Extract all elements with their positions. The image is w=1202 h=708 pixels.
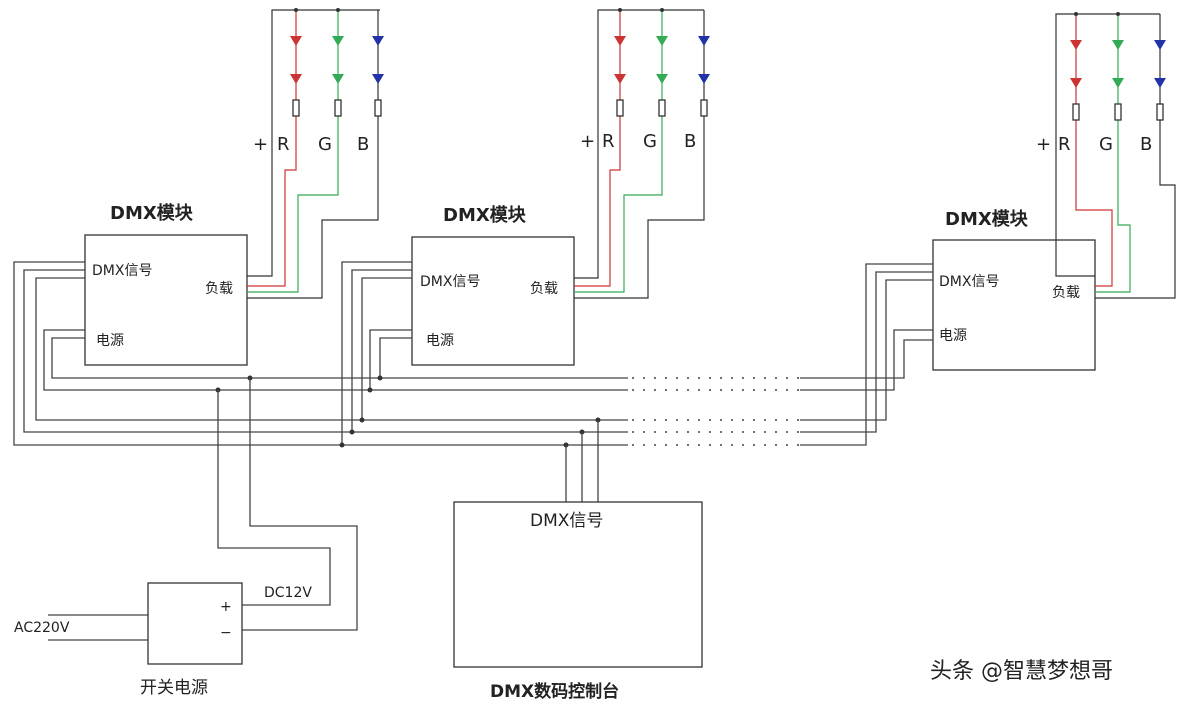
plus-label: + <box>1036 134 1051 155</box>
led-array <box>614 8 710 117</box>
controller-box <box>453 501 703 668</box>
psu-box <box>147 582 243 665</box>
plus-wire <box>247 9 380 277</box>
r-label: R <box>1058 134 1071 155</box>
green-wire <box>1095 14 1131 293</box>
green-wire <box>574 10 663 293</box>
g-label: G <box>643 131 657 152</box>
load-port-label: 负载 <box>1052 285 1080 301</box>
red-led-icon <box>614 36 626 46</box>
b-label: B <box>357 134 369 155</box>
green-led-icon <box>332 36 344 46</box>
resistor-icon <box>374 99 382 117</box>
b-label: B <box>1140 134 1152 155</box>
module-box <box>411 236 575 366</box>
bus-wiring <box>13 261 933 641</box>
load-port-label: 负载 <box>530 281 558 297</box>
red-wire <box>574 10 621 287</box>
signal-port-label: DMX信号 <box>939 274 999 290</box>
minus-terminal-label: − <box>220 625 232 641</box>
b-label: B <box>684 131 696 152</box>
resistor-icon <box>658 99 666 117</box>
g-label: G <box>1099 134 1113 155</box>
controller-signal-label: DMX信号 <box>530 511 603 531</box>
plus-wire <box>1055 13 1160 277</box>
switching-power-supply: 开关电源 AC220V DC12V + − <box>14 582 312 698</box>
red-led-icon <box>614 74 626 84</box>
module-title: DMX模块 <box>110 202 194 224</box>
resistor-icon <box>616 99 624 117</box>
ac-input-label: AC220V <box>14 620 70 636</box>
module-title: DMX模块 <box>443 204 527 226</box>
red-led-icon <box>290 36 302 46</box>
r-label: R <box>602 131 615 152</box>
signal-port-label: DMX信号 <box>92 263 152 279</box>
blue-led-icon <box>698 36 710 46</box>
module-box <box>84 234 248 366</box>
r-label: R <box>277 134 290 155</box>
blue-led-icon <box>372 36 384 46</box>
green-led-icon <box>1112 40 1124 50</box>
plus-terminal-label: + <box>220 599 232 615</box>
blue-led-icon <box>1154 78 1166 88</box>
led-array <box>1070 12 1166 121</box>
psu-title: 开关电源 <box>140 678 208 698</box>
green-led-icon <box>656 36 668 46</box>
red-led-icon <box>290 74 302 84</box>
power-port-label: 电源 <box>939 328 967 344</box>
dmx-module-2: DMX模块 DMX信号 电源 负载 + R G B <box>411 8 710 366</box>
dmx-controller: DMX信号 DMX数码控制台 <box>453 501 703 702</box>
resistor-icon <box>1156 103 1164 121</box>
blue-led-icon <box>1154 40 1166 50</box>
plus-label: + <box>253 134 268 155</box>
power-port-label: 电源 <box>426 333 454 349</box>
blue-wire <box>1095 14 1176 299</box>
module-title: DMX模块 <box>945 208 1029 230</box>
resistor-icon <box>1072 103 1080 121</box>
red-led-icon <box>1070 78 1082 88</box>
dc-output-label: DC12V <box>264 585 312 601</box>
load-port-label: 负载 <box>205 281 233 297</box>
resistor-icon <box>292 99 300 117</box>
blue-led-icon <box>372 74 384 84</box>
red-led-icon <box>1070 40 1082 50</box>
resistor-icon <box>700 99 708 117</box>
plus-wire <box>574 9 704 279</box>
led-array <box>290 8 384 117</box>
blue-led-icon <box>698 74 710 84</box>
red-wire <box>1075 14 1113 287</box>
green-wire <box>247 10 339 293</box>
dmx-module-3: DMX模块 DMX信号 电源 负载 + R G B <box>932 12 1176 371</box>
plus-label: + <box>580 131 595 152</box>
signal-port-label: DMX信号 <box>420 274 480 290</box>
dmx-module-1: DMX模块 DMX信号 电源 负载 + R G B <box>84 8 384 366</box>
blue-wire <box>247 10 379 299</box>
green-led-icon <box>656 74 668 84</box>
blue-wire <box>574 10 705 299</box>
red-wire <box>247 10 297 287</box>
controller-title: DMX数码控制台 <box>490 681 619 702</box>
watermark: 头条 @智慧梦想哥 <box>930 659 1113 684</box>
green-led-icon <box>332 74 344 84</box>
resistor-icon <box>1114 103 1122 121</box>
g-label: G <box>318 134 332 155</box>
module-box <box>932 239 1096 371</box>
resistor-icon <box>334 99 342 117</box>
green-led-icon <box>1112 78 1124 88</box>
power-port-label: 电源 <box>96 333 124 349</box>
